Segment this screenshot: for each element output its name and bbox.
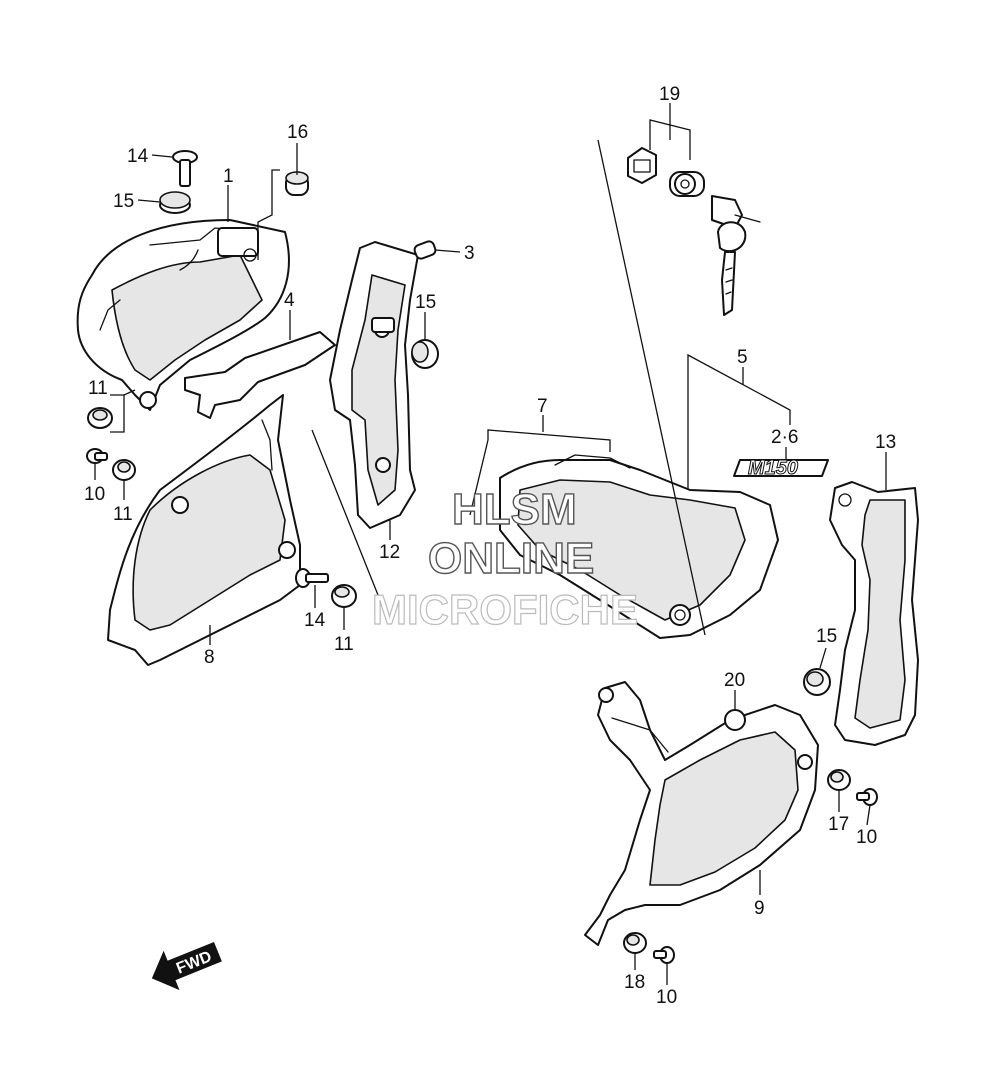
callout-14-top: 14: [127, 146, 149, 167]
fwd-arrow: FWD: [151, 941, 222, 991]
bolt-10-bottom: [653, 946, 675, 964]
callout-11-c: 11: [334, 634, 354, 655]
callout-10-left: 10: [84, 484, 105, 505]
callout-20: 20: [724, 670, 745, 691]
leader-lines: [94, 103, 887, 985]
part-8-side-cover: [107, 394, 301, 666]
callout-10-bottom: 10: [656, 987, 677, 1008]
callout-15-mid: 15: [415, 292, 436, 313]
callout-17: 17: [828, 814, 849, 835]
part-4-bracket: [184, 331, 336, 419]
callout-11-b: 11: [113, 504, 133, 525]
part-7-tank-cover: [499, 454, 779, 639]
grommet-11-b: [112, 459, 136, 481]
callout-1: 1: [223, 166, 234, 187]
watermark-line3: MICROFICHE: [372, 586, 638, 633]
callout-14-mid: 14: [304, 610, 326, 631]
callout-19: 19: [659, 84, 680, 105]
callout-11-a: 11: [88, 378, 108, 399]
callout-9: 9: [754, 898, 765, 919]
callout-16: 16: [287, 122, 308, 143]
callout-2-6: 2·6: [771, 427, 798, 448]
screw-14-mid: [295, 568, 329, 588]
grommet-15-mid: [411, 339, 439, 369]
part-9-side-cover: [584, 681, 819, 946]
grommet-15-top: [159, 191, 191, 214]
grommet-16: [285, 171, 309, 196]
grommet-15-right: [803, 668, 831, 696]
callout-4: 4: [284, 290, 295, 311]
watermark-line2: ONLINE: [428, 534, 594, 583]
part-12-inner-panel: [329, 241, 419, 529]
callout-3: 3: [464, 243, 475, 264]
watermark-line1: HLSM: [452, 485, 577, 534]
callout-5: 5: [737, 347, 748, 368]
callout-labels: 14 15 1 16 3 4 15 11 10 11 8 14 11 12 7 …: [84, 84, 896, 1008]
bolt-10-left: [86, 448, 108, 464]
emblem-text: M150: [748, 457, 798, 479]
grommet-17: [827, 769, 851, 791]
grommet-20: [724, 709, 746, 731]
bolt-10-right: [856, 788, 878, 806]
collar-3: [413, 240, 437, 260]
callout-18: 18: [624, 972, 645, 993]
emblem-m150: M150: [733, 457, 829, 480]
callout-8: 8: [204, 647, 215, 668]
callout-13: 13: [875, 432, 896, 453]
part-1-front-cover: [76, 219, 290, 411]
part-13-frame-cover: [829, 481, 919, 746]
watermark: HLSM ONLINE MICROFICHE: [371, 484, 638, 633]
callout-15-right: 15: [816, 626, 837, 647]
grommet-11-c: [331, 584, 357, 608]
part-19-key-lock: [627, 147, 761, 316]
grommet-11-a: [87, 407, 113, 429]
screw-14-top: [172, 150, 198, 187]
grommet-18: [623, 932, 647, 954]
callout-15-top: 15: [113, 191, 134, 212]
callout-10-right: 10: [856, 827, 877, 848]
callout-12: 12: [379, 542, 400, 563]
callout-7: 7: [537, 396, 548, 417]
